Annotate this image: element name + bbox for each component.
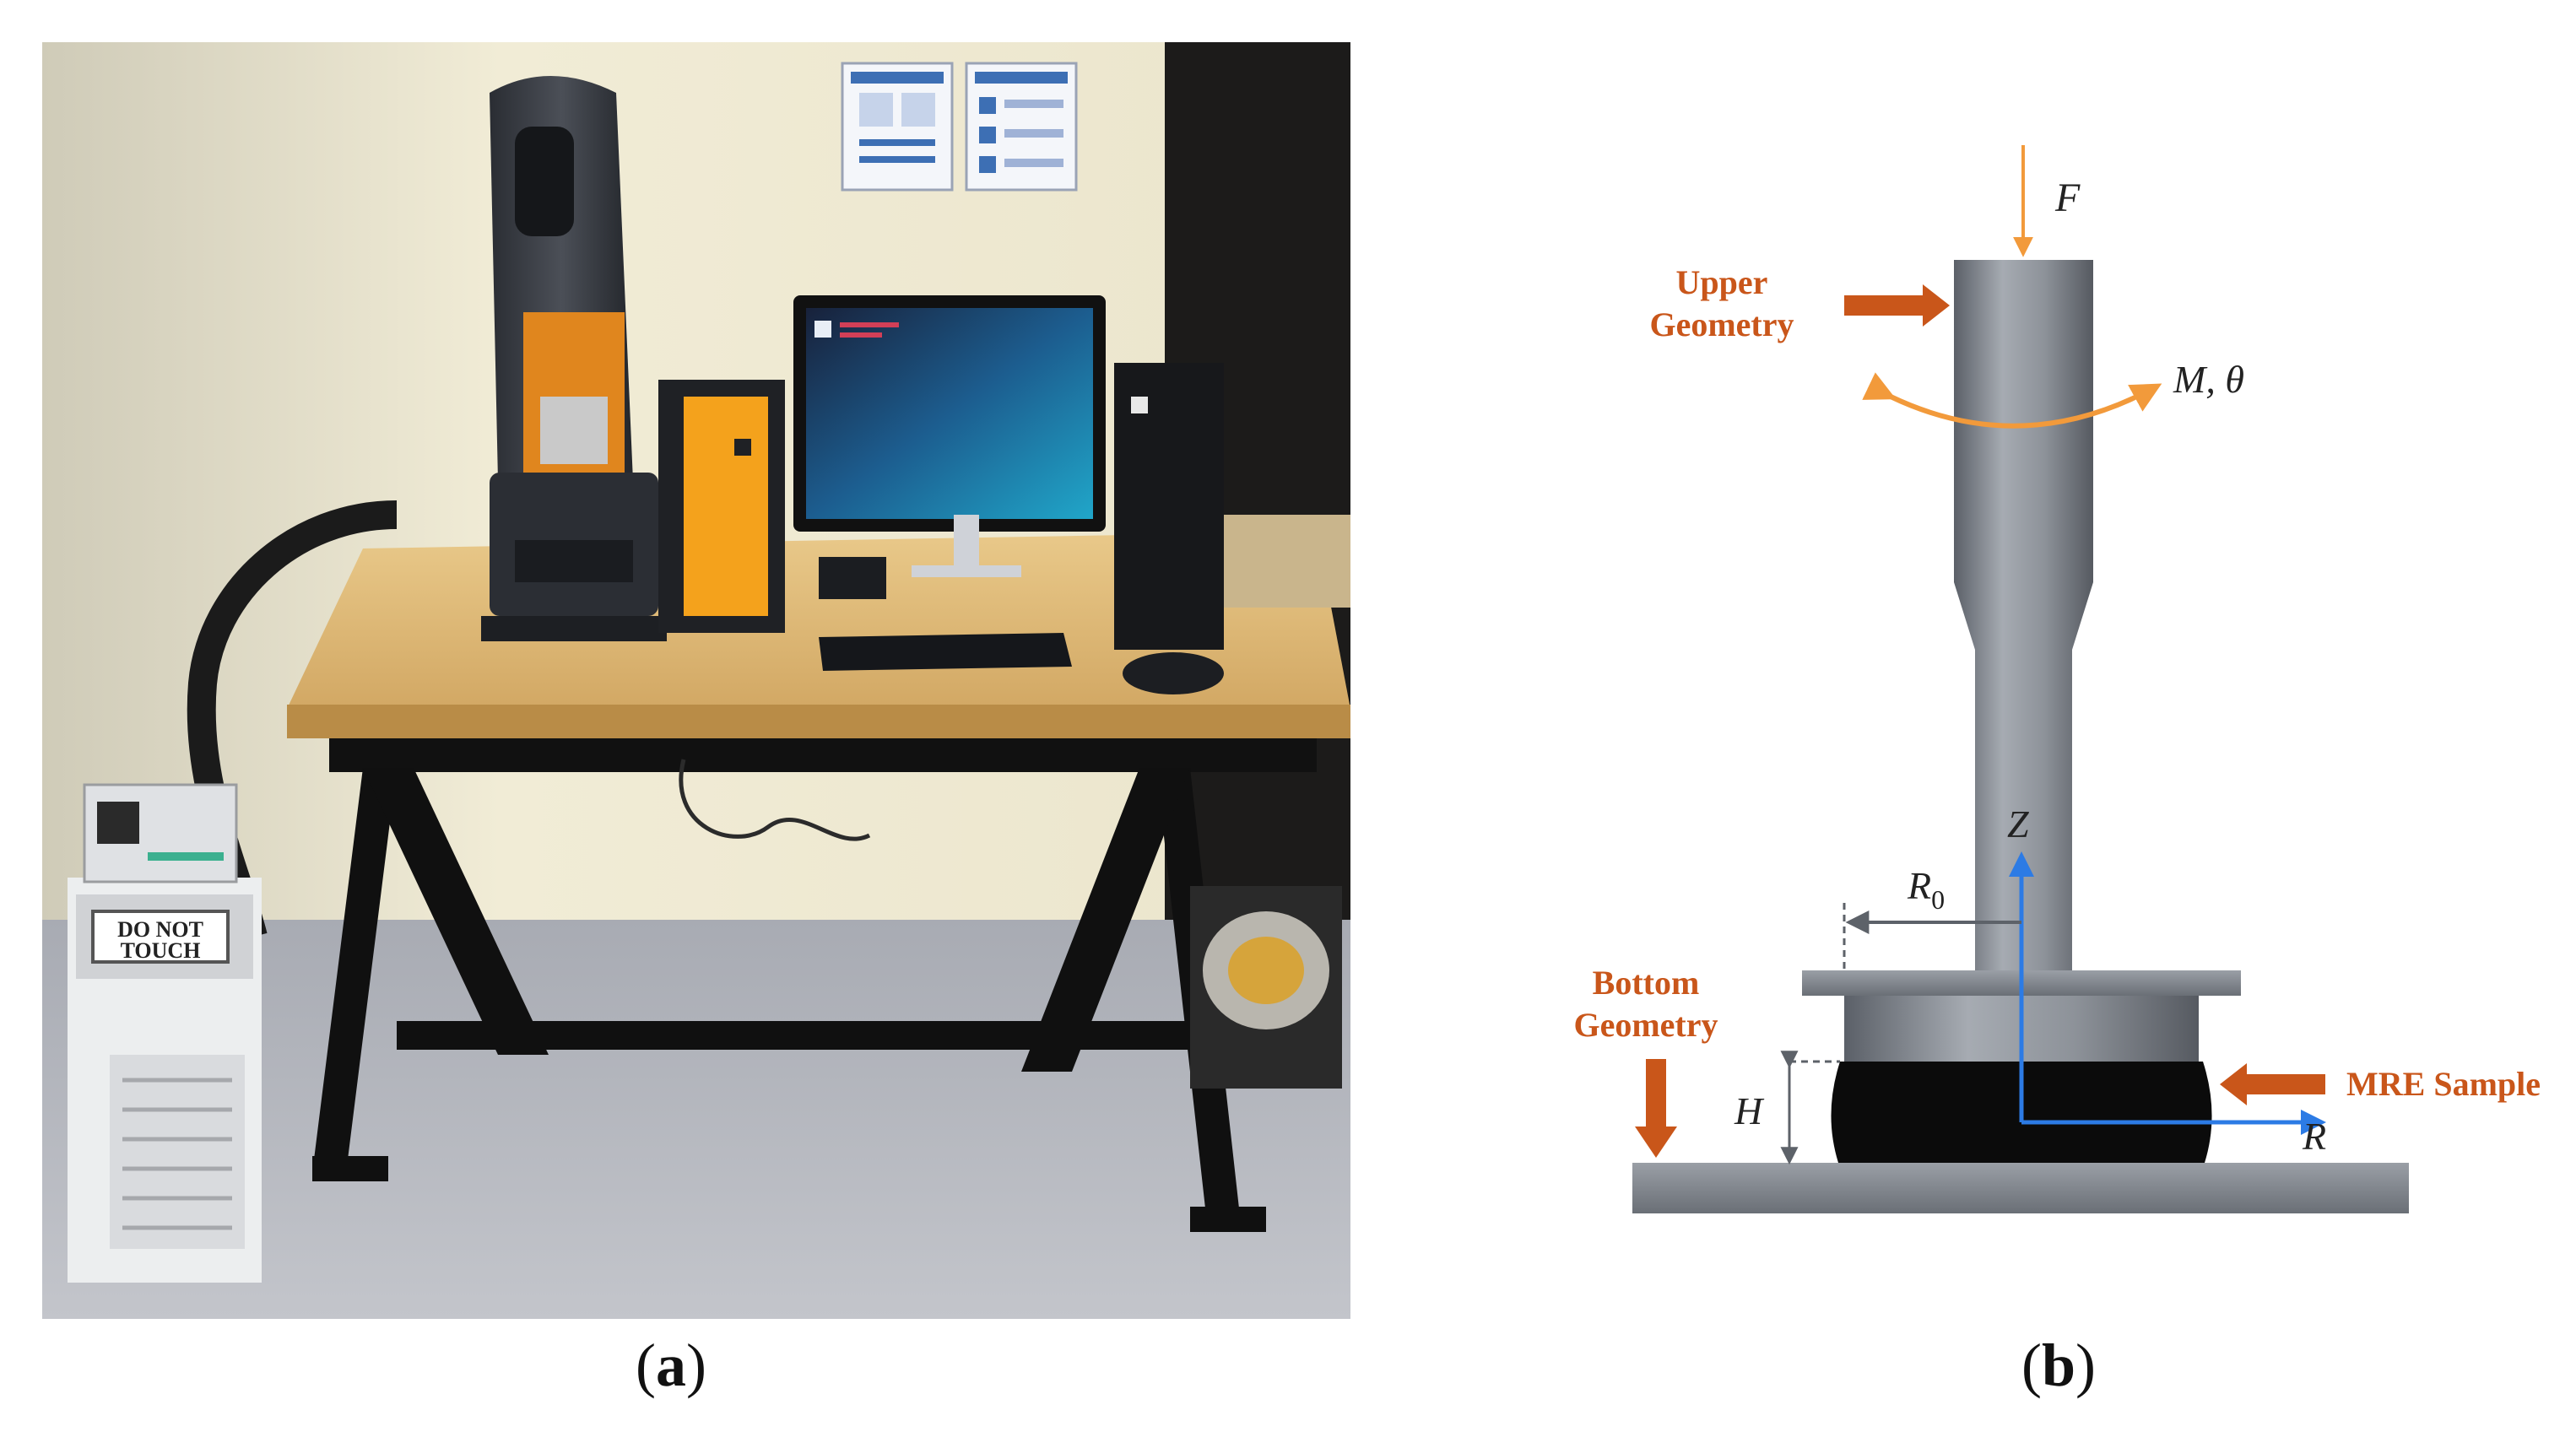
caption-b: (b) bbox=[2021, 1332, 2097, 1399]
pc-tower bbox=[1114, 363, 1224, 650]
cart bbox=[1190, 886, 1342, 1089]
chiller-sign-line2: TOUCH bbox=[121, 938, 201, 963]
upper-geometry-label-line2: Geometry bbox=[1649, 305, 1794, 343]
lab-desk bbox=[287, 532, 1350, 1232]
panel-a-photo: DO NOT TOUCH bbox=[42, 42, 1350, 1319]
chiller: DO NOT TOUCH bbox=[68, 783, 262, 1283]
radius-label: R0 bbox=[1907, 864, 1945, 915]
caption-a: (a) bbox=[636, 1332, 706, 1399]
r-axis-label: R bbox=[2302, 1115, 2326, 1158]
moment-arrow bbox=[1862, 372, 2162, 429]
mouse-pad bbox=[1123, 652, 1224, 694]
bottom-geometry-label-line1: Bottom bbox=[1593, 964, 1700, 1002]
controller-box bbox=[658, 380, 785, 633]
caption-a-letter: a bbox=[655, 1332, 686, 1399]
cables bbox=[679, 759, 871, 841]
panel-b-diagram: F M, θ Upper Geometry Z R R0 H Bottom Ge… bbox=[1573, 145, 2541, 1213]
bottom-geometry-label-line2: Geometry bbox=[1573, 1006, 1718, 1044]
upper-geometry-pointer-arrow bbox=[1844, 284, 1950, 327]
mre-sample-pointer-arrow bbox=[2220, 1063, 2325, 1105]
wall-posters bbox=[841, 62, 1078, 192]
bottom-plate bbox=[1632, 1163, 2409, 1213]
upper-geometry-label-line1: Upper bbox=[1676, 263, 1768, 301]
computer-monitor bbox=[793, 295, 1106, 577]
height-label: H bbox=[1734, 1089, 1765, 1132]
shelf-boxes bbox=[1224, 515, 1350, 608]
mre-sample-label: MRE Sample bbox=[2346, 1065, 2541, 1103]
small-device bbox=[819, 557, 886, 599]
upper-geometry-shaft bbox=[1954, 260, 2093, 970]
keyboard bbox=[819, 633, 1072, 671]
z-axis-label: Z bbox=[2007, 802, 2029, 846]
bottom-geometry-pointer-arrow bbox=[1635, 1059, 1677, 1158]
force-label: F bbox=[2054, 176, 2081, 220]
rheometer bbox=[481, 76, 667, 641]
caption-b-letter: b bbox=[2041, 1332, 2076, 1399]
moment-label: M, θ bbox=[2173, 358, 2244, 401]
chiller-sign-line1: DO NOT bbox=[117, 917, 203, 942]
